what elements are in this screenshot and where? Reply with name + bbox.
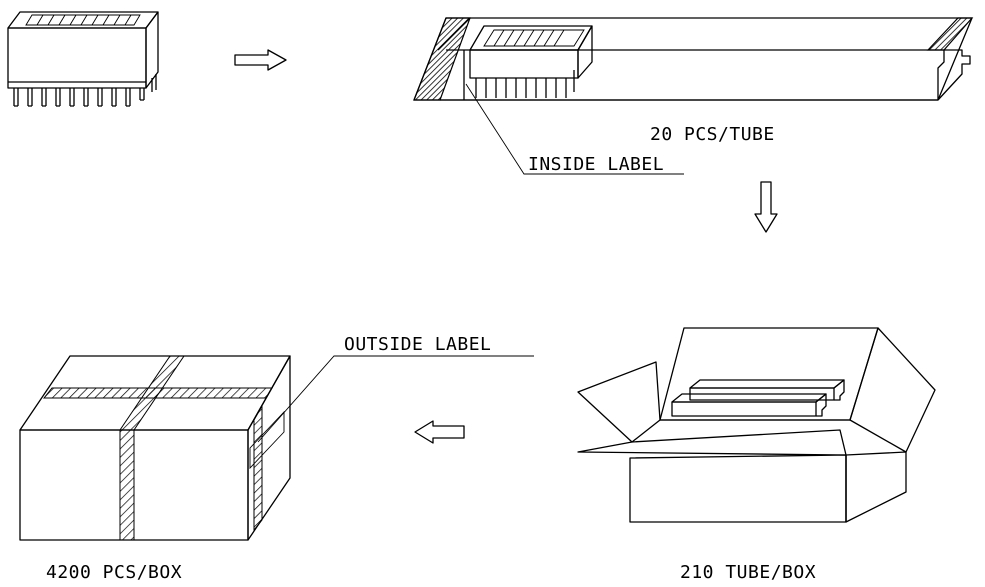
led-bar-component — [7, 11, 159, 107]
outside-label-leader — [257, 355, 534, 443]
inside-label-leader — [465, 83, 684, 175]
outside-label-text: OUTSIDE LABEL — [344, 334, 491, 355]
tubes-per-box-label: 210 TUBE/BOX — [680, 562, 816, 583]
inside-label-text: INSIDE LABEL — [528, 154, 664, 175]
tube-quantity-label: 20 PCS/TUBE — [650, 124, 775, 145]
arrow-left-icon — [414, 420, 465, 444]
arrow-down-icon — [754, 181, 778, 233]
arrow-right-icon — [234, 49, 287, 71]
box-quantity-label: 4200 PCS/BOX — [46, 562, 182, 583]
closed-box-illustration — [19, 355, 291, 541]
open-box-illustration — [577, 327, 936, 523]
boxed-tubes — [671, 379, 845, 417]
tube-illustration — [413, 17, 974, 101]
